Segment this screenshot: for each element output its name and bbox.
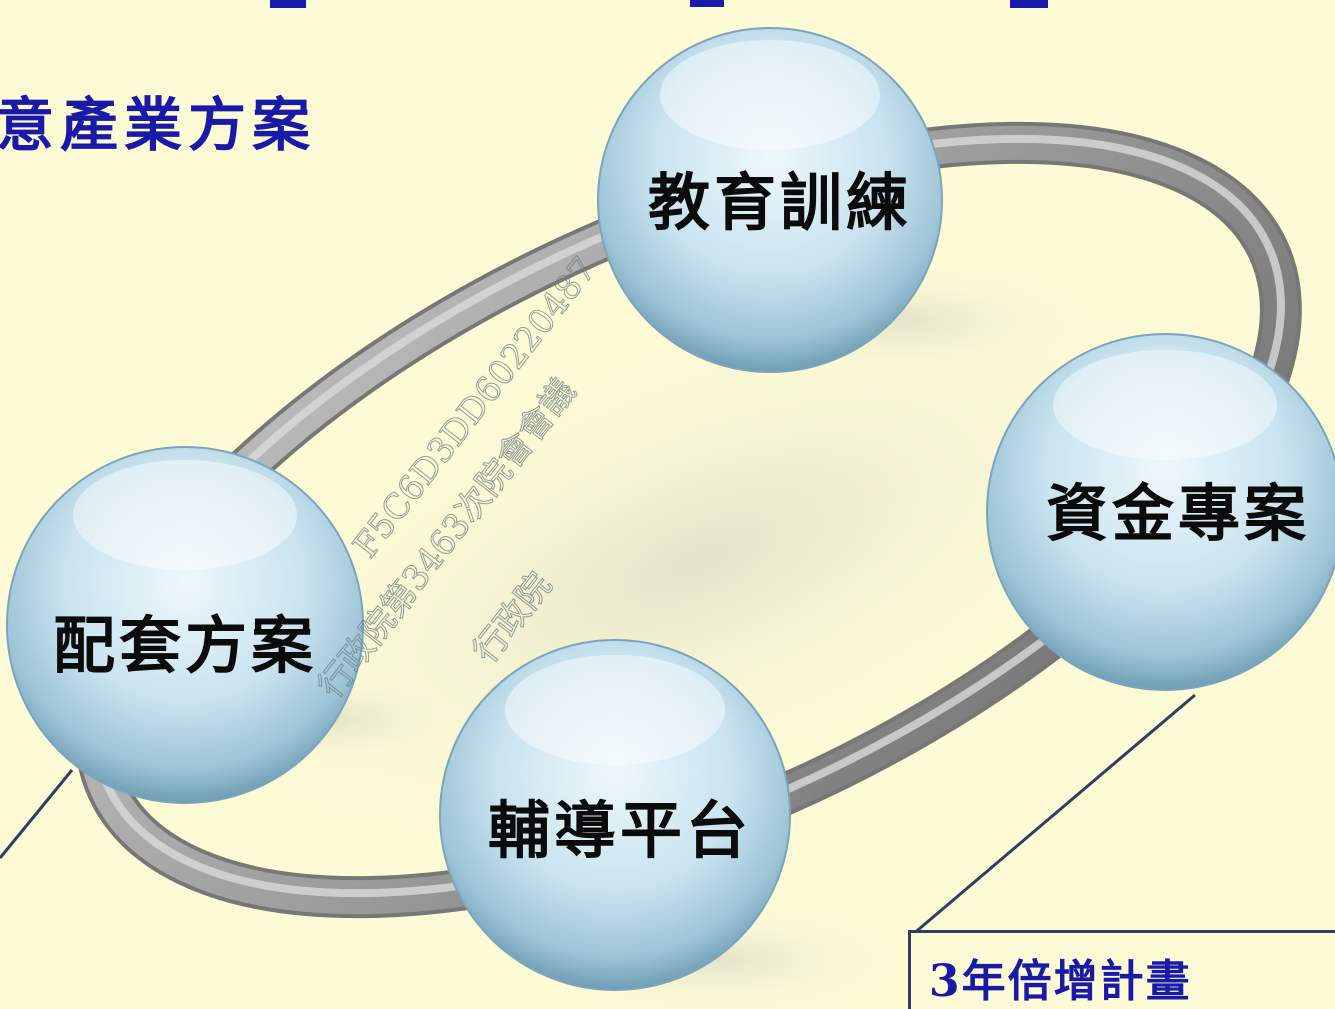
sphere-left [6,446,364,804]
title-remnant-stroke-2 [690,0,724,7]
node-label-guidance-platform: 輔導平台 [487,794,753,867]
sphere-top [597,27,943,373]
title-remnant-stroke-1 [270,0,306,8]
sphere-bottom [439,639,791,991]
node-label-funding-projects: 資金專案 [1045,477,1311,550]
sphere-right [986,333,1335,691]
connector-line-left [0,769,74,859]
sphere-bottom-gloss [505,655,725,765]
plan-callout-box: 3年倍增計畫 [908,930,1335,1009]
sphere-left-gloss [73,460,297,570]
title-remnant-stroke-3 [1010,0,1048,8]
sphere-right-gloss [1053,350,1277,460]
sphere-top-gloss [660,40,880,150]
node-label-education-training: 教育訓練 [647,166,913,239]
connector-line-right [911,693,1196,937]
plan-callout-label: 3年倍增計畫 [929,956,1192,1007]
slide-title-fragment: 意產業方案 [0,91,317,159]
node-label-supporting-measures: 配套方案 [52,609,318,682]
